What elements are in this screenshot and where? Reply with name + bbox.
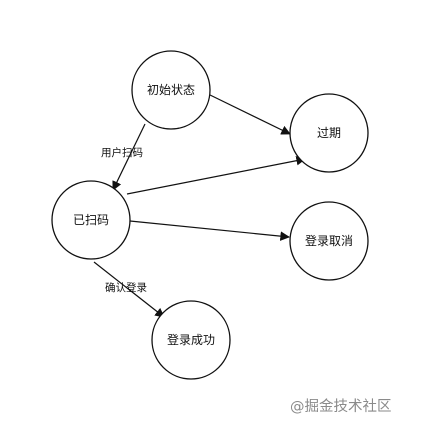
node-success-label: 登录成功 [167, 332, 215, 347]
node-expired: 过期 [289, 93, 369, 173]
node-initial-label: 初始状态 [147, 83, 195, 97]
edge-scanned-to-expired [126, 155, 306, 195]
edge-scanned-to-success [93, 261, 165, 318]
edge-label-user-scan: 用户扫码 [101, 146, 143, 159]
edge-label-confirm-login: 确认登录 [105, 281, 147, 294]
node-cancelled: 登录取消 [289, 201, 369, 281]
node-scanned-label: 已扫码 [73, 213, 109, 227]
node-cancelled-label: 登录取消 [305, 233, 353, 248]
watermark: @掘金技术社区 [290, 398, 392, 415]
edge-initial-to-expired [207, 93, 291, 135]
node-expired-label: 过期 [317, 126, 341, 140]
node-success: 登录成功 [151, 300, 231, 380]
node-scanned: 已扫码 [51, 180, 131, 260]
node-initial: 初始状态 [131, 50, 211, 130]
edge-initial-to-scanned [112, 123, 146, 191]
edge-scanned-to-cancelled [129, 220, 290, 241]
